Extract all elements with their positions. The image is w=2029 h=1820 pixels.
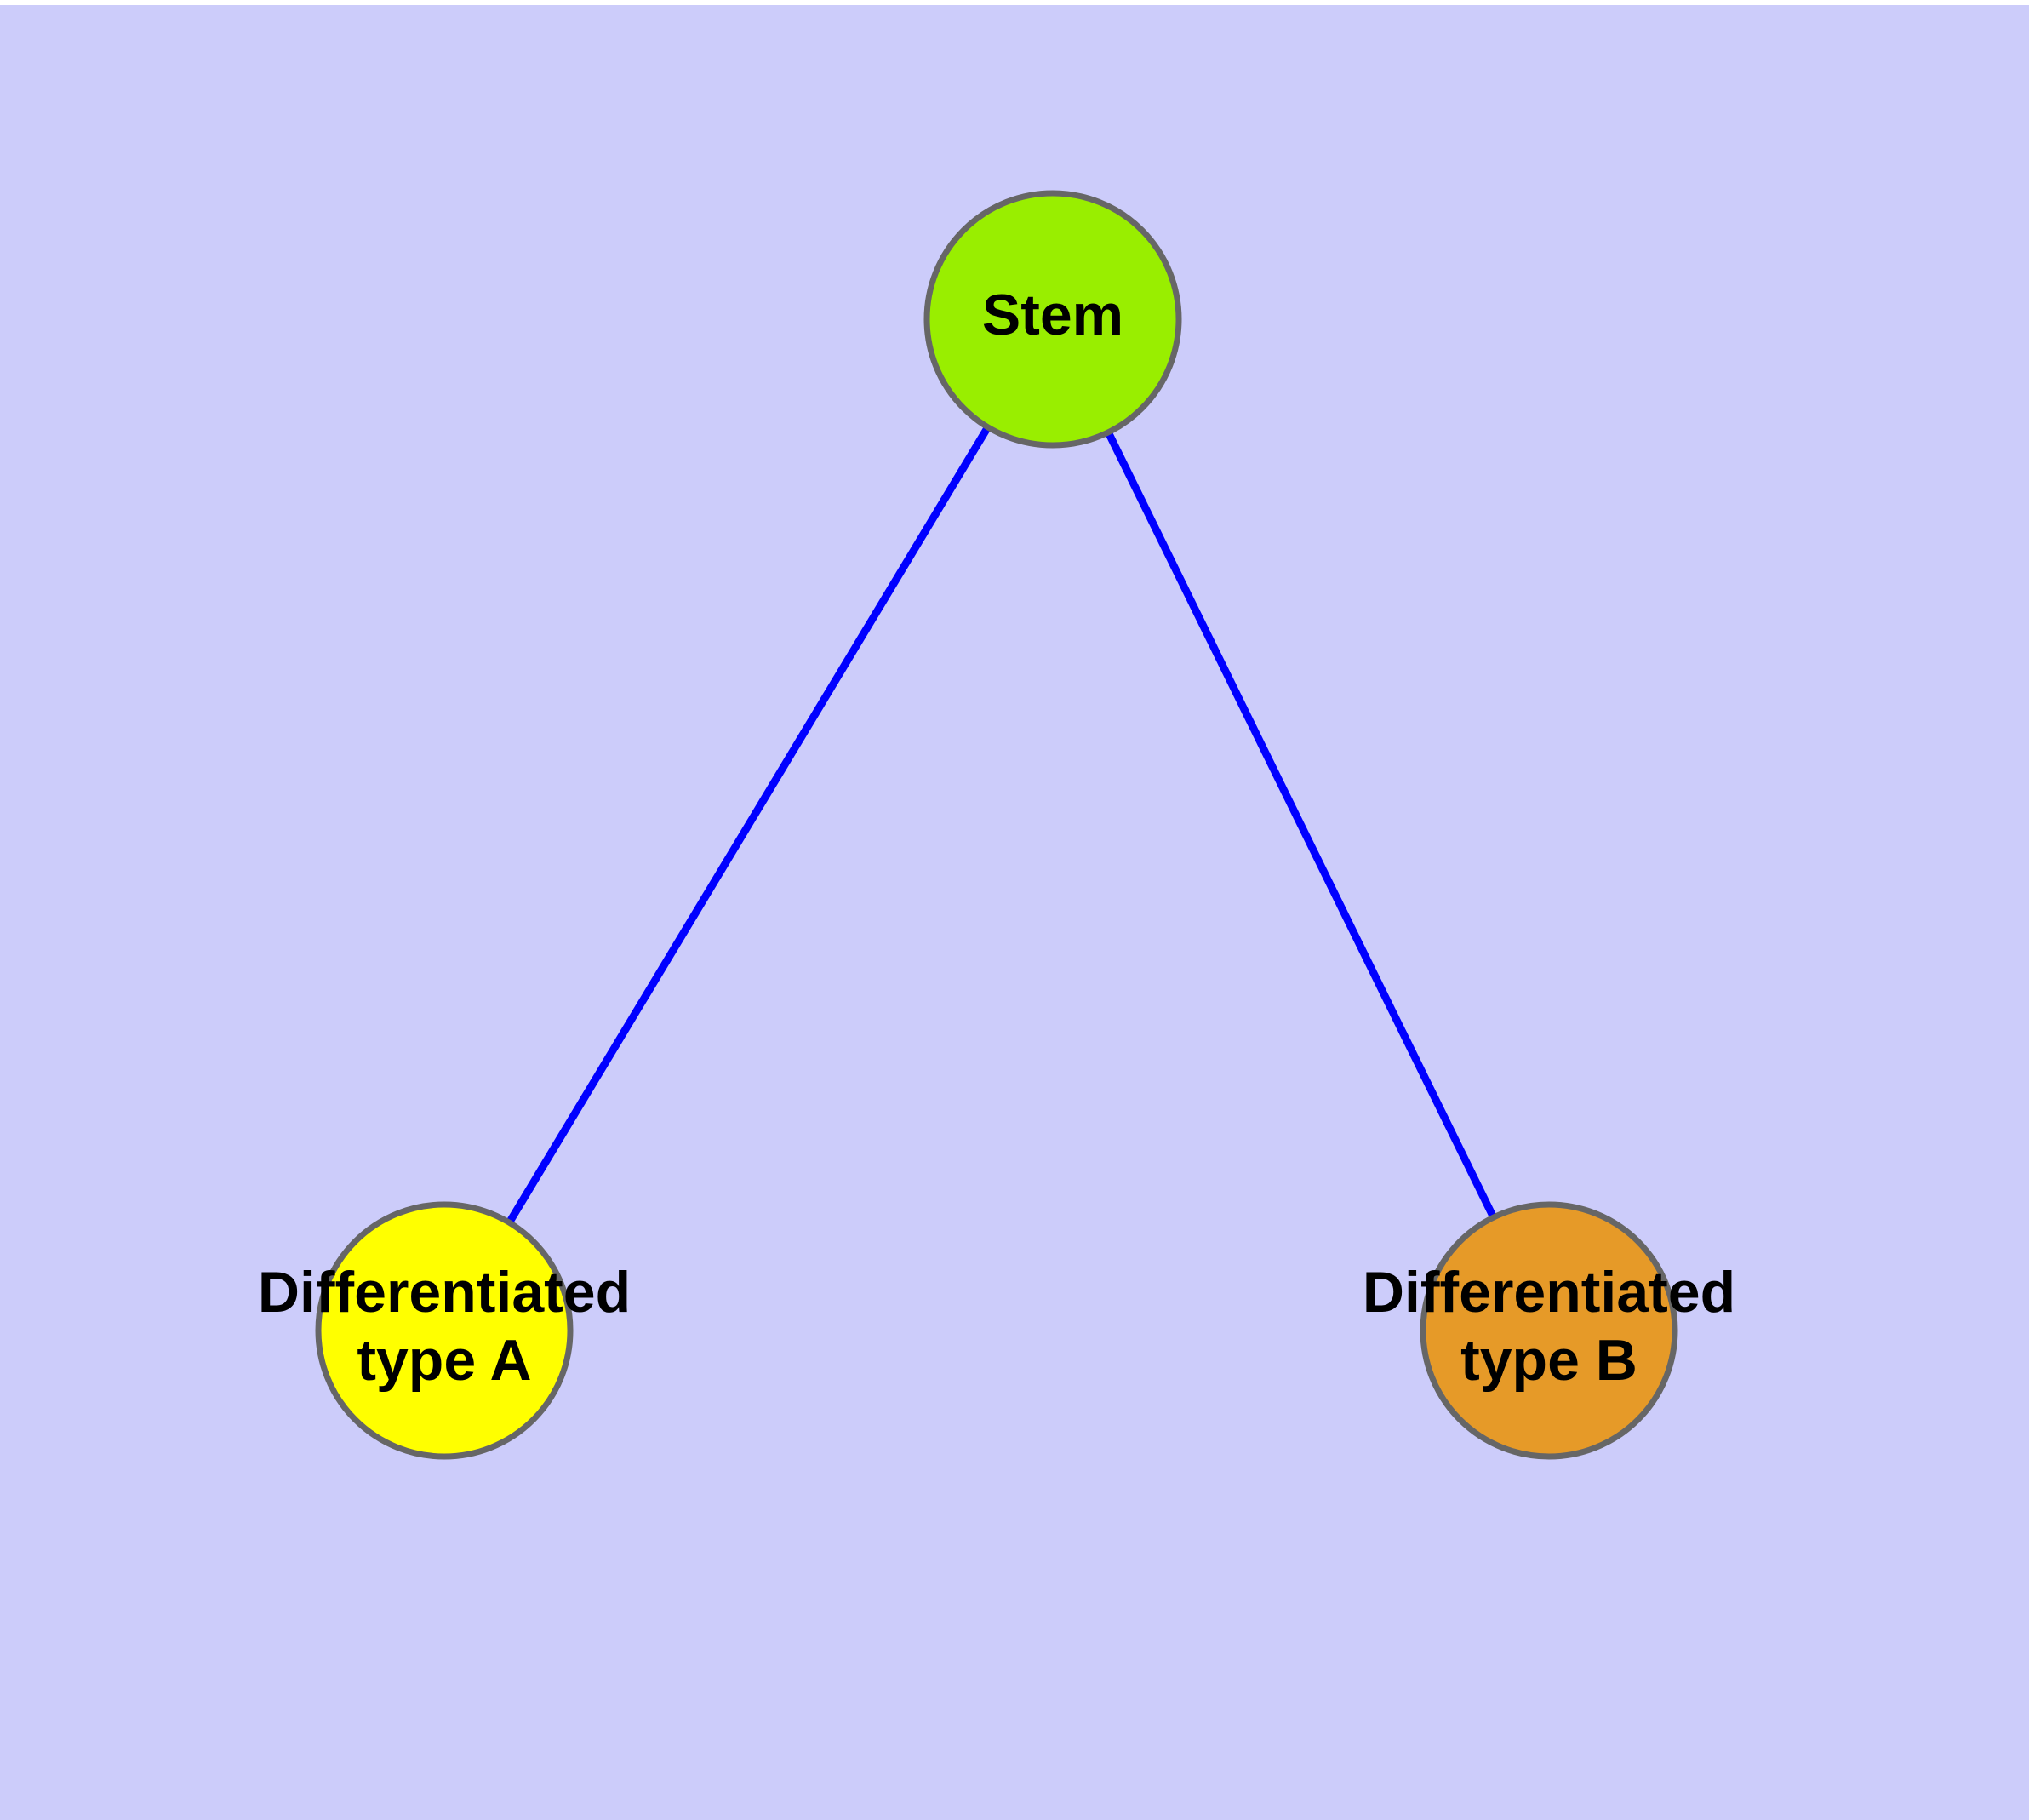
node-circle-diff_b[interactable] xyxy=(1420,1201,1678,1460)
edge-stem-to-diff-a xyxy=(441,317,1056,1333)
node-label-stem: Stem xyxy=(982,283,1123,347)
node-label-diff_a: type A xyxy=(357,1328,531,1393)
node-circle-stem[interactable] xyxy=(923,190,1182,449)
node-circle-diff_a[interactable] xyxy=(315,1201,574,1460)
node-stem[interactable]: Stem xyxy=(923,190,1182,449)
node-label-diff_a: Differentiated xyxy=(258,1260,631,1325)
edges-layer xyxy=(441,317,1553,1333)
node-label-diff_b: Differentiated xyxy=(1363,1260,1735,1325)
node-label-diff_b: type B xyxy=(1460,1328,1637,1393)
edge-stem-to-diff-b xyxy=(1049,318,1553,1332)
